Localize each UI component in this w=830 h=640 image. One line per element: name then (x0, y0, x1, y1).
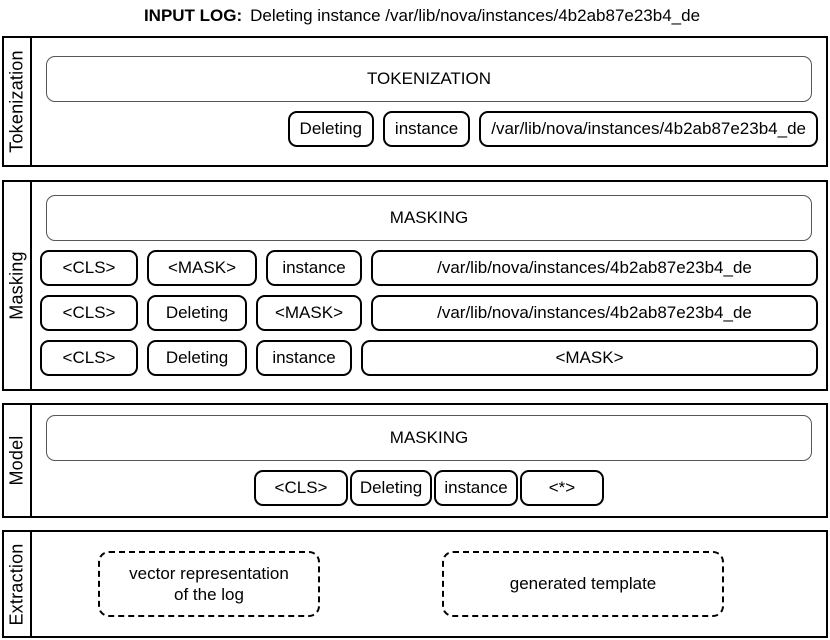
stage-label-text-masking: Masking (6, 251, 27, 320)
token[interactable]: instance (382, 111, 471, 147)
input-log-label: INPUT LOG: (143, 6, 243, 25)
token[interactable]: <CLS> (254, 470, 348, 506)
token[interactable]: Deleting (287, 111, 374, 147)
token[interactable]: Deleting (147, 295, 247, 331)
token-row-tokenization: Deleting instance /var/lib/nova/instance… (40, 111, 818, 147)
token[interactable]: instance (256, 340, 352, 376)
token[interactable]: instance (434, 470, 518, 506)
token[interactable]: instance (266, 250, 362, 286)
token[interactable]: /var/lib/nova/instances/4b2ab87e23b4_de (371, 250, 818, 286)
input-log-value: Deleting instance /var/lib/nova/instance… (250, 6, 701, 25)
stage-model: Model MASKING <CLS> Deleting instance <*… (2, 403, 828, 518)
operation-bar-model: MASKING (46, 415, 812, 461)
operation-bar-tokenization: TOKENIZATION (46, 56, 812, 102)
token-row-masking-1: <CLS> <MASK> instance /var/lib/nova/inst… (40, 250, 818, 286)
stage-label-masking: Masking (4, 182, 32, 389)
token[interactable]: /var/lib/nova/instances/4b2ab87e23b4_de (371, 295, 818, 331)
token-row-masking-3: <CLS> Deleting instance <MASK> (40, 340, 818, 376)
input-log-header: INPUT LOG: Deleting instance /var/lib/no… (0, 0, 830, 32)
stage-label-tokenization: Tokenization (4, 38, 32, 165)
token[interactable]: <MASK> (361, 340, 818, 376)
token[interactable]: /var/lib/nova/instances/4b2ab87e23b4_de (479, 111, 818, 147)
stage-label-text-tokenization: Tokenization (6, 50, 27, 153)
token[interactable]: <MASK> (147, 250, 257, 286)
token[interactable]: Deleting (147, 340, 247, 376)
token-row-masking-2: <CLS> Deleting <MASK> /var/lib/nova/inst… (40, 295, 818, 331)
token[interactable]: <MASK> (256, 295, 362, 331)
token[interactable]: <CLS> (40, 340, 138, 376)
token[interactable]: <*> (520, 470, 604, 506)
stage-tokenization: Tokenization TOKENIZATION Deleting insta… (2, 36, 828, 167)
token[interactable]: <CLS> (40, 250, 138, 286)
stage-label-model: Model (4, 405, 32, 516)
stage-label-text-model: Model (6, 435, 27, 486)
stage-body-tokenization: TOKENIZATION Deleting instance /var/lib/… (32, 38, 826, 165)
stage-label-text-extraction: Extraction (6, 542, 27, 626)
stage-label-extraction: Extraction (4, 532, 32, 636)
stage-body-masking: MASKING <CLS> <MASK> instance /var/lib/n… (32, 182, 826, 389)
stage-body-model: MASKING <CLS> Deleting instance <*> (32, 405, 826, 516)
token[interactable]: Deleting (350, 470, 432, 506)
token-row-model: <CLS> Deleting instance <*> (40, 470, 818, 506)
operation-bar-masking: MASKING (46, 195, 812, 241)
generated-template-box[interactable]: generated template (442, 551, 724, 617)
token[interactable]: <CLS> (40, 295, 138, 331)
stage-masking: Masking MASKING <CLS> <MASK> instance /v… (2, 180, 828, 391)
